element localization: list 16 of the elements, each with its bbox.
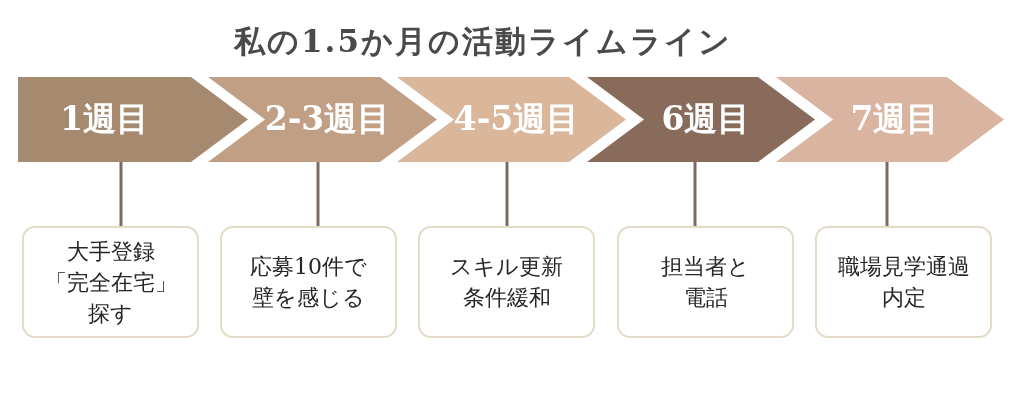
connector-line <box>316 162 320 226</box>
connector-line <box>885 162 889 226</box>
connector-line <box>693 162 697 226</box>
connector-line <box>119 162 123 226</box>
note-box: 職場見学通過内定 <box>815 226 992 338</box>
note-box: スキル更新条件緩和 <box>418 226 595 338</box>
step-banner: 4-5週目 <box>397 77 626 162</box>
step-banner: 1週目 <box>18 77 248 162</box>
note-box: 大手登録「完全在宅」探す <box>22 226 199 338</box>
note-box: 応募10件で壁を感じる <box>220 226 397 338</box>
connector-line <box>505 162 509 226</box>
step-banner: 6週目 <box>587 77 815 162</box>
step-banner: 2-3週目 <box>208 77 437 162</box>
step-banner: 7週目 <box>776 77 1004 162</box>
title: 私の1.5か月の活動ライムライン <box>234 22 732 61</box>
note-box: 担当者と電話 <box>617 226 794 338</box>
